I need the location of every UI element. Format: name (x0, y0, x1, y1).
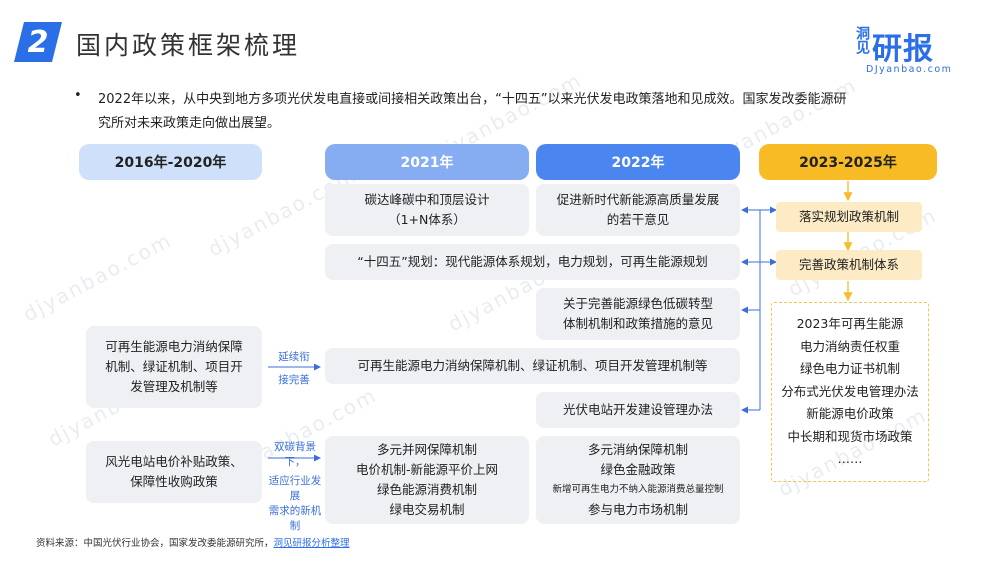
box-2022-green-transition: 关于完善能源绿色低碳转型体制机制和政策措施的意见 (536, 288, 740, 340)
box-text: 可再生能源电力消纳保障 (105, 339, 243, 354)
source-note: 资料来源：中国光伏行业协会，国家发改委能源研究所，洞见研报分析整理 (36, 535, 350, 549)
box-text: 参与电力市场机制 (587, 502, 688, 517)
box-14th-five-year-plan: “十四五”规划：现代能源体系规划，电力规划，可再生能源规划 (325, 244, 740, 280)
box-improve-policy-system: 完善政策机制体系 (776, 250, 922, 280)
column-header-2016-2020: 2016年-2020年 (79, 144, 262, 180)
box-text: 关于完善能源绿色低碳转型 (562, 296, 713, 311)
box-left-consumption-guarantee: 可再生能源电力消纳保障机制、绿证机制、项目开发管理及机制等 (86, 326, 262, 408)
list-item: 分布式光伏发电管理办法 (781, 383, 919, 399)
list-item: 绿色电力证书机制 (799, 361, 900, 377)
logo-url: DJyanbao.com (866, 64, 953, 75)
arrow-label-continue: 延续衔 接完善 (270, 350, 318, 388)
arrow-label-new-mechanism: 双碳背景下， 适应行业发展 需求的新机制 (264, 440, 326, 534)
section-number: 2 (27, 24, 49, 60)
arrow-label-text: 接完善 (278, 374, 310, 386)
box-text: 多元并网保障机制 (376, 442, 477, 457)
bullet: • (74, 88, 82, 103)
box-2021-grid-mechanisms: 多元并网保障机制 电价机制-新能源平价上网 绿色能源消费机制 绿电交易机制 (325, 436, 529, 524)
box-text: 促进新时代新能源高质量发展 (556, 192, 720, 207)
box-text: 发管理及机制等 (130, 379, 218, 394)
source-link[interactable]: 洞见研报分析整理 (273, 538, 350, 549)
list-item: 中长期和现货市场政策 (787, 428, 913, 444)
arrow-label-text: 需求的新机制 (268, 505, 322, 532)
box-text: 电价机制-新能源平价上网 (355, 462, 498, 477)
logo: 洞见 研报 DJyanbao.com (852, 24, 982, 84)
box-2022-new-energy-opinion: 促进新时代新能源高质量发展的若干意见 (536, 184, 740, 236)
box-future-policy-list: 2023年可再生能源 电力消纳责任权重 绿色电力证书机制 分布式光伏发电管理办法… (771, 302, 929, 482)
box-text: 新增可再生电力不纳入能源消费总量控制 (552, 484, 724, 495)
box-text: （1+N体系） (388, 212, 466, 227)
logo-main-text: 研报 (872, 32, 934, 67)
arrow-label-text: 延续衔 (278, 351, 310, 363)
box-2021-dual-carbon: 碳达峰碳中和顶层设计 （1+N体系） (325, 184, 529, 236)
column-header-2021: 2021年 (325, 144, 529, 180)
box-implement-plan-policy: 落实规划政策机制 (776, 202, 922, 232)
section-number-badge: 2 (14, 22, 62, 62)
arrow-label-text: 适应行业发展 (268, 475, 322, 502)
box-text: 多元消纳保障机制 (587, 442, 688, 457)
list-item: 2023年可再生能源 (796, 316, 904, 332)
box-text: 绿色能源消费机制 (376, 482, 477, 497)
source-text: 资料来源：中国光伏行业协会，国家发改委能源研究所， (36, 538, 274, 549)
arrow-label-text: 双碳背景下， (274, 441, 316, 468)
intro-line-2: 究所对未来政策走向做出展望。 (98, 116, 281, 131)
column-header-2023-2025: 2023-2025年 (759, 144, 937, 180)
box-text: 机制、绿证机制、项目开 (105, 359, 243, 374)
list-item: 新能源电价政策 (806, 406, 894, 422)
box-2022-consumption-finance: 多元消纳保障机制 绿色金融政策 新增可再生电力不纳入能源消费总量控制 参与电力市… (536, 436, 740, 524)
box-text: 体制机制和政策措施的意见 (562, 316, 713, 331)
box-text: 绿电交易机制 (389, 502, 465, 517)
page-title: 国内政策框架梳理 (76, 31, 301, 60)
intro-line-1: 2022年以来，从中央到地方多项光伏发电直接或间接相关政策出台，“十四五”以来光… (98, 92, 847, 107)
column-header-2022: 2022年 (536, 144, 740, 180)
box-left-subsidy-policy: 风光电站电价补贴政策、保障性收购政策 (86, 441, 262, 503)
box-text: 碳达峰碳中和顶层设计 (364, 192, 490, 207)
box-text: 风光电站电价补贴政策、 (105, 454, 243, 469)
list-item: 电力消纳责任权重 (799, 338, 900, 354)
box-text: 绿色金融政策 (600, 462, 676, 477)
logo-small-text: 洞见 (854, 26, 870, 54)
box-consumption-mechanism-wide: 可再生能源电力消纳保障机制、绿证机制、项目开发管理机制等 (325, 348, 740, 384)
list-item: …… (837, 451, 863, 467)
box-pv-station-management: 光伏电站开发建设管理办法 (536, 392, 740, 428)
box-text: 的若干意见 (606, 212, 670, 227)
box-text: 保障性收购政策 (130, 474, 218, 489)
